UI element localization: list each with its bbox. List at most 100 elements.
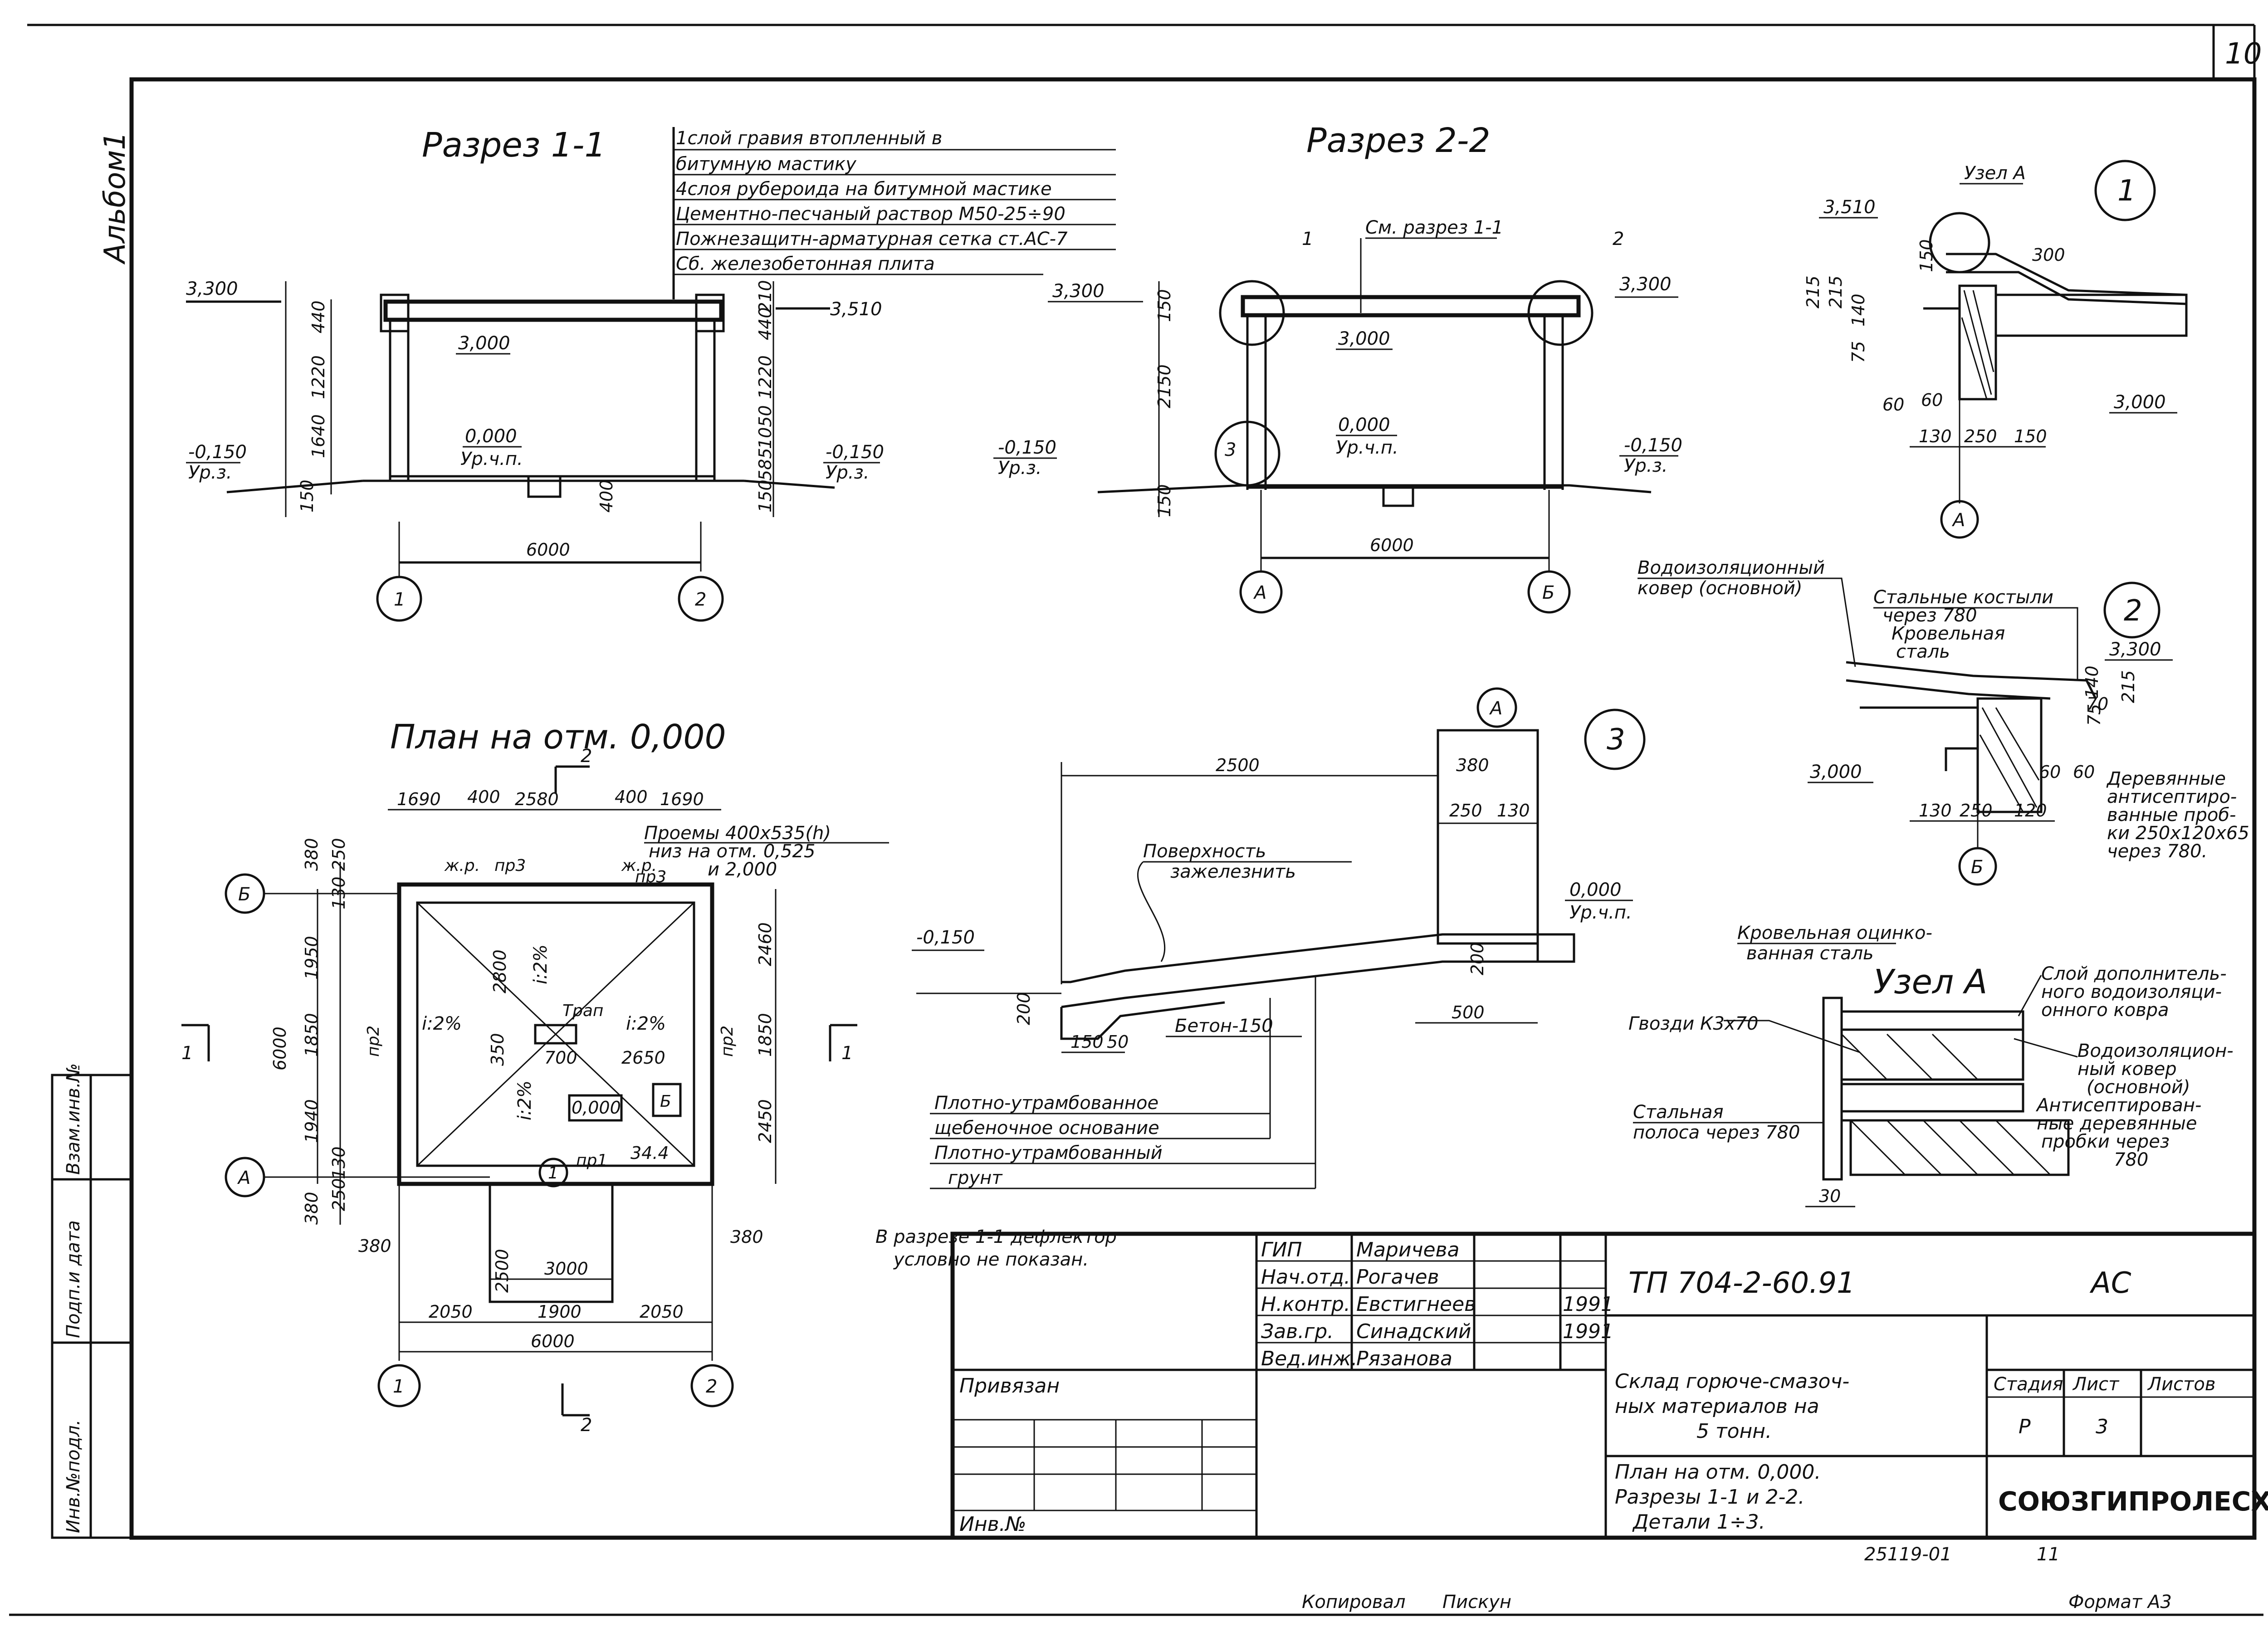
svg-text:Б: Б bbox=[1542, 582, 1554, 603]
title-block: ТП 704-2-60.91 АС ГИП Маричева Нач.отд. … bbox=[950, 1232, 2268, 1540]
section-1-1-span: 6000 bbox=[398, 522, 702, 574]
project-mark: АС bbox=[2089, 1266, 2131, 1300]
plan-right-dims: 2460 1850 2450 bbox=[755, 889, 777, 1184]
side-stamp: Инв.№подл. Подп.и дата Взам.инв.№ bbox=[51, 1063, 133, 1539]
svg-text:440: 440 bbox=[308, 300, 328, 333]
svg-text:Н.контр.: Н.контр. bbox=[1261, 1293, 1350, 1316]
svg-text:Пожнезащитн-арматурная сетка с: Пожнезащитн-арматурная сетка ст.АС-7 bbox=[676, 229, 1068, 249]
section-2-2: Разрез 2-2 См. разрез 1-1 1 2 3 3,300 3,… bbox=[993, 121, 1682, 614]
svg-text:200: 200 bbox=[1014, 992, 1034, 1025]
svg-text:Гвозди К3х70: Гвозди К3х70 bbox=[1628, 1013, 1758, 1034]
svg-text:-0,150: -0,150 bbox=[916, 927, 975, 948]
svg-text:низ на отм. 0,525: низ на отм. 0,525 bbox=[649, 841, 815, 862]
svg-text:300: 300 bbox=[2032, 245, 2065, 265]
svg-text:Взам.инв.№: Взам.инв.№ bbox=[63, 1063, 84, 1175]
svg-text:Б: Б bbox=[660, 1092, 671, 1111]
svg-text:1050: 1050 bbox=[755, 405, 775, 449]
svg-text:1640: 1640 bbox=[308, 414, 328, 458]
svg-text:2: 2 bbox=[581, 1415, 592, 1436]
svg-text:онного ковра: онного ковра bbox=[2041, 1000, 2169, 1021]
svg-text:150: 150 bbox=[755, 479, 775, 513]
svg-text:Листов: Листов bbox=[2147, 1374, 2215, 1395]
svg-text:Разрезы 1-1 и 2-2.: Разрезы 1-1 и 2-2. bbox=[1615, 1486, 1804, 1509]
svg-text:210: 210 bbox=[755, 280, 775, 313]
plan-top-dims: 1690 400 2580 400 1690 bbox=[388, 787, 721, 811]
svg-text:i:2%: i:2% bbox=[422, 1013, 462, 1034]
plan-openings-note: Проемы 400х535(h) низ на отм. 0,525 и 2,… bbox=[644, 823, 889, 880]
svg-text:1991: 1991 bbox=[1563, 1293, 1613, 1316]
svg-text:3,000: 3,000 bbox=[1810, 762, 1862, 782]
svg-text:1слой гравия втопленный в: 1слой гравия втопленный в bbox=[676, 128, 942, 149]
svg-text:ные деревянные: ные деревянные bbox=[2037, 1113, 2197, 1134]
svg-text:ж.р.: ж.р. bbox=[444, 856, 480, 875]
svg-text:60: 60 bbox=[1882, 395, 1904, 415]
plan-row-axis-a: А bbox=[225, 1157, 490, 1197]
svg-text:3000: 3000 bbox=[544, 1259, 588, 1279]
svg-text:585: 585 bbox=[755, 448, 775, 481]
svg-text:А: А bbox=[1951, 510, 1965, 531]
plan-left-dims: 380 250 130 1950 1850 1940 130 250 380 6… bbox=[270, 838, 349, 1225]
svg-text:Ур.ч.п.: Ур.ч.п. bbox=[1569, 902, 1632, 923]
svg-text:2580: 2580 bbox=[515, 789, 559, 809]
section-2-2-title: Разрез 2-2 bbox=[1306, 121, 1491, 160]
section-note: В разрезе 1-1 дефлектор условно не показ… bbox=[875, 1227, 1117, 1270]
section-1-1-right-dims: 210 440 1220 1050 585 150 bbox=[755, 280, 775, 517]
svg-text:6000: 6000 bbox=[531, 1331, 575, 1351]
svg-text:ГИП: ГИП bbox=[1261, 1238, 1302, 1261]
svg-text:Нач.отд.: Нач.отд. bbox=[1261, 1266, 1350, 1289]
album-label: Альбом1 bbox=[98, 132, 132, 265]
roof-layer-callouts: 1слой гравия втопленный в битумную масти… bbox=[672, 127, 1116, 299]
svg-text:Синадский: Синадский bbox=[1356, 1320, 1471, 1343]
svg-text:3: 3 bbox=[2096, 1415, 2108, 1438]
sheet-number: 10 bbox=[2225, 37, 2262, 71]
svg-text:1: 1 bbox=[841, 1043, 853, 1064]
svg-text:Слой дополнитель-: Слой дополнитель- bbox=[2041, 963, 2227, 984]
svg-text:Рязанова: Рязанова bbox=[1356, 1347, 1452, 1370]
svg-text:Инв.№подл.: Инв.№подл. bbox=[63, 1419, 84, 1533]
svg-text:Узел А: Узел А bbox=[1873, 963, 1987, 1002]
svg-text:60: 60 bbox=[2039, 762, 2061, 782]
svg-text:3,000: 3,000 bbox=[458, 333, 510, 354]
detail-2-number: 2 bbox=[2124, 594, 2142, 628]
svg-text:150: 150 bbox=[1070, 1032, 1104, 1052]
svg-text:сталь: сталь bbox=[1896, 641, 1950, 662]
svg-text:ванные проб-: ванные проб- bbox=[2107, 805, 2236, 826]
svg-text:6000: 6000 bbox=[1370, 535, 1414, 555]
svg-text:Инв.№: Инв.№ bbox=[959, 1513, 1026, 1536]
svg-text:2800: 2800 bbox=[490, 949, 510, 993]
svg-text:пр1: пр1 bbox=[576, 1151, 607, 1170]
svg-text:380: 380 bbox=[1456, 755, 1489, 775]
detail-2: 2 Водоизоляционный ковер (основной) Стал… bbox=[1637, 557, 2249, 886]
svg-text:Детали 1÷3.: Детали 1÷3. bbox=[1632, 1510, 1765, 1534]
section-2-2-span: 6000 bbox=[1260, 490, 1550, 572]
svg-text:34.4: 34.4 bbox=[631, 1143, 669, 1163]
svg-text:ных материалов на: ных материалов на bbox=[1615, 1395, 1819, 1418]
svg-text:А: А bbox=[1253, 582, 1266, 603]
svg-text:700: 700 bbox=[544, 1048, 577, 1068]
svg-text:1: 1 bbox=[1302, 229, 1313, 249]
svg-text:30: 30 bbox=[1819, 1186, 1841, 1206]
svg-text:пробки через: пробки через bbox=[2041, 1131, 2170, 1152]
svg-text:-0,150: -0,150 bbox=[826, 442, 884, 463]
section-1-1-axis-2: 2 bbox=[678, 576, 724, 622]
plan-section-mark-top: 2 bbox=[554, 746, 592, 794]
svg-text:150: 150 bbox=[1916, 239, 1936, 272]
detail-3-layer-callouts: Плотно-утрамбованное щебеночное основани… bbox=[930, 975, 1316, 1189]
svg-text:Р: Р bbox=[2019, 1415, 2031, 1438]
svg-text:ковер (основной): ковер (основной) bbox=[1637, 578, 1802, 599]
svg-text:3,300: 3,300 bbox=[1619, 274, 1672, 295]
svg-text:См. разрез 1-1: См. разрез 1-1 bbox=[1365, 217, 1503, 238]
svg-text:3: 3 bbox=[1225, 440, 1236, 460]
svg-text:250: 250 bbox=[329, 838, 349, 871]
roles-table: ГИП Маричева Нач.отд. Рогачев Н.контр. Е… bbox=[1261, 1238, 1613, 1370]
svg-text:75: 75 bbox=[2084, 704, 2104, 726]
svg-text:400: 400 bbox=[467, 787, 500, 807]
svg-text:Поверхность: Поверхность bbox=[1143, 841, 1266, 862]
svg-text:Цементно-песчаный раствор М50-: Цементно-песчаный раствор М50-25÷90 bbox=[676, 204, 1066, 225]
svg-text:380: 380 bbox=[302, 838, 322, 871]
svg-text:140: 140 bbox=[2082, 665, 2102, 699]
svg-text:75: 75 bbox=[1848, 341, 1868, 363]
detail-3: 3 А 2500 380 250 130 Поверхность зажелез… bbox=[912, 687, 1646, 1189]
svg-text:Склад горюче-смазоч-: Склад горюче-смазоч- bbox=[1615, 1370, 1849, 1393]
svg-text:215: 215 bbox=[1803, 275, 1823, 308]
